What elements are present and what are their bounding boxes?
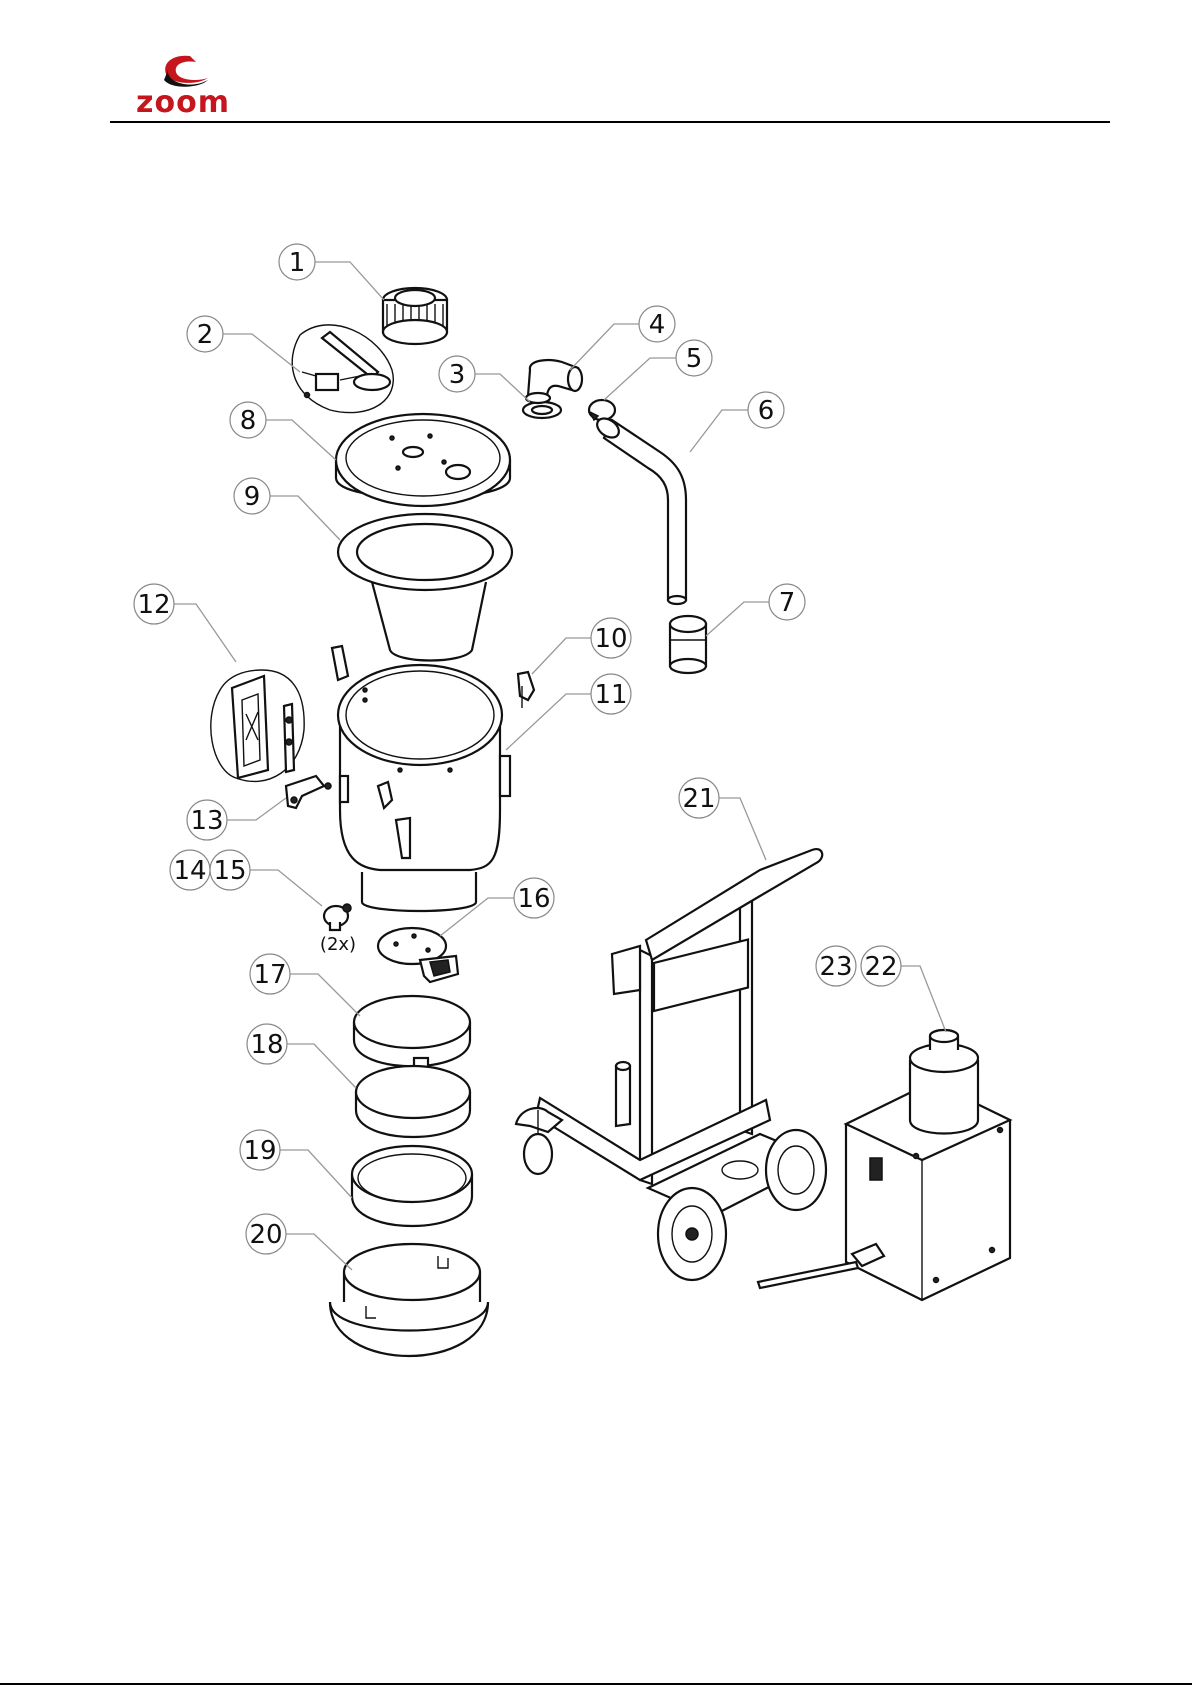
callout-23-label: 23 — [819, 952, 852, 982]
callout-4: 4 — [639, 306, 675, 342]
callout-11: 11 — [591, 674, 631, 714]
callout-18: 18 — [247, 1024, 287, 1064]
callout-20: 20 — [246, 1214, 286, 1254]
part-12-mounting-bracket — [211, 670, 304, 781]
callout-7-label: 7 — [779, 588, 796, 618]
callout-1-label: 1 — [289, 248, 306, 278]
callout-21: 21 — [679, 778, 719, 818]
callout-6-label: 6 — [758, 396, 775, 426]
callout-6: 6 — [748, 392, 784, 428]
callout-15-label: 15 — [213, 856, 246, 886]
callout-16-label: 16 — [517, 884, 550, 914]
callout-16: 16 — [514, 878, 554, 918]
callout-19: 19 — [240, 1130, 280, 1170]
part-1-filter-cap — [383, 288, 447, 344]
part-11-main-drum — [338, 665, 510, 911]
callout-22: 22 — [861, 946, 901, 986]
callout-5-label: 5 — [686, 344, 703, 374]
callout-7: 7 — [769, 584, 805, 620]
quantity-note: (2x) — [320, 934, 356, 955]
part-8-lid — [336, 414, 510, 506]
callout-17-label: 17 — [253, 960, 286, 990]
callout-12-label: 12 — [137, 590, 170, 620]
callout-14: 14 — [170, 850, 210, 890]
callout-15: 15 — [210, 850, 250, 890]
part-6-bent-pipe — [594, 415, 686, 604]
callout-2-label: 2 — [197, 320, 214, 350]
callout-1: 1 — [279, 244, 315, 280]
callout-22-label: 22 — [864, 952, 897, 982]
part-16-valve-plate — [378, 928, 458, 982]
part-2-lever-kit — [292, 325, 393, 413]
callout-4-label: 4 — [649, 310, 666, 340]
part-13-hinge-clip — [286, 776, 331, 808]
callout-10-label: 10 — [594, 624, 627, 654]
part-20-base-tray — [330, 1244, 488, 1356]
callout-19-label: 19 — [243, 1136, 276, 1166]
part-9-filter-ring-cone — [338, 514, 512, 661]
callout-13: 13 — [187, 800, 227, 840]
callout-13-label: 13 — [190, 806, 223, 836]
callout-5: 5 — [676, 340, 712, 376]
callout-14-label: 14 — [173, 856, 206, 886]
callout-20-label: 20 — [249, 1220, 282, 1250]
part-5-hose-clamp — [589, 400, 615, 420]
callout-11-label: 11 — [594, 680, 627, 710]
part-14-15-screw-nut — [324, 904, 351, 930]
part-7-pipe-sleeve — [670, 616, 706, 673]
callout-21-label: 21 — [682, 784, 715, 814]
callout-3: 3 — [439, 356, 475, 392]
callout-8-label: 8 — [240, 406, 257, 436]
part-19-ring — [352, 1146, 472, 1226]
callout-8: 8 — [230, 402, 266, 438]
part-17-ring — [354, 996, 470, 1070]
callout-12: 12 — [134, 584, 174, 624]
callout-2: 2 — [187, 316, 223, 352]
part-21-trolley — [516, 849, 826, 1280]
quantity-note-text: (2x) — [320, 934, 356, 955]
callout-10: 10 — [591, 618, 631, 658]
callout-9-label: 9 — [244, 482, 261, 512]
callout-18-label: 18 — [250, 1030, 283, 1060]
part-18-ring — [356, 1066, 470, 1137]
callout-9: 9 — [234, 478, 270, 514]
callout-23: 23 — [816, 946, 856, 986]
callout-17: 17 — [250, 954, 290, 994]
callout-3-label: 3 — [449, 360, 466, 390]
part-3-gasket — [523, 402, 561, 418]
